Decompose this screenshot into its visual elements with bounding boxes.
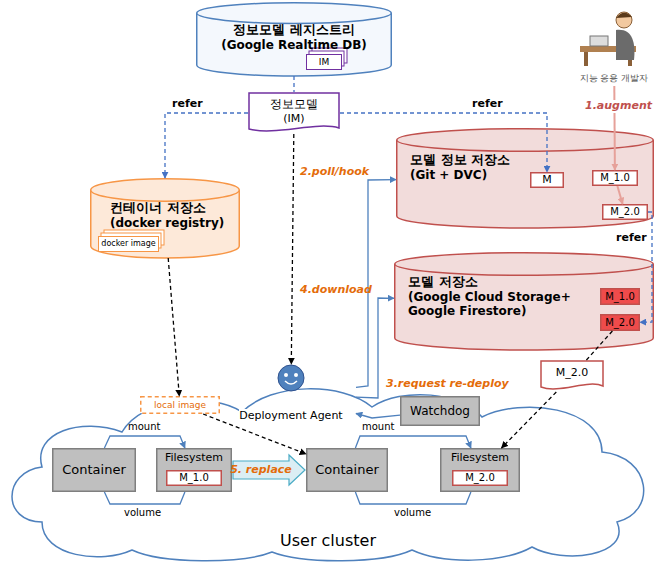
text-holder: Filesystem (440, 448, 520, 492)
container-box: Container (306, 448, 388, 492)
text-holder: M_2.0 (540, 360, 604, 392)
text-holder: local image (140, 396, 220, 414)
node-label: Filesystem (165, 451, 223, 464)
model-version-box: M_1.0 (592, 170, 638, 186)
node-label: Container (315, 462, 379, 478)
text-holder: 지능 응용 개발자 (574, 2, 654, 86)
edge-label: 1.augment (583, 100, 654, 113)
registry-cylinder: 정보모델 레지스트리(Google Realtime DB)IM (196, 2, 392, 76)
info-model-document: 정보모델(IM) (248, 92, 340, 134)
container-registry: 컨테이너 저장소(docker registry) docker image (90, 178, 240, 258)
node-label: 모델 저장소 (408, 274, 478, 290)
developer-icon: 지능 응용 개발자 (574, 2, 654, 86)
model-info-store: 모델 정보 저장소(Git + DVC) M M_1.0M_2.0 (396, 128, 654, 228)
text-holder: 정보모델 레지스트리(Google Realtime DB) (196, 2, 392, 76)
user-cluster: User cluster Deployment Agent local image W… (2, 372, 654, 562)
node-label: (Git + DVC) (410, 168, 487, 182)
text-holder: Deployment Agent (226, 364, 356, 426)
deployment-agent: Deployment Agent (226, 364, 356, 426)
node-label: M_1.0 (179, 472, 209, 484)
node-label: Container (62, 462, 126, 478)
node-label: M_2.0 (610, 206, 640, 218)
model-version-box: M_1.0 (600, 288, 640, 305)
node-label: M_1.0 (600, 172, 630, 184)
node-label: docker image (101, 239, 155, 249)
model-document: M_2.0 (540, 360, 604, 392)
edge-label: 4.download (298, 284, 374, 297)
node-label: (IM) (283, 112, 304, 125)
model-store: 모델 저장소(Google Cloud Storage+ Google Fire… (394, 252, 654, 350)
connector (104, 492, 184, 504)
connector (502, 392, 557, 448)
node-label: 지능 응용 개발자 (580, 73, 649, 84)
connector (293, 76, 294, 92)
node-label: 정보모델 (270, 97, 318, 111)
container-box: Container (52, 448, 136, 492)
connector (165, 113, 248, 178)
node-label: 컨테이너 저장소 (110, 200, 206, 216)
node-label: 모델 정보 저장소 (410, 152, 510, 168)
node-label: M_2.0 (556, 366, 588, 379)
model-box: M (530, 172, 564, 188)
node-label: User cluster (280, 531, 376, 550)
edge-label: refer (470, 98, 505, 111)
edge-label: volume (392, 507, 433, 519)
node-label: M_2.0 (465, 472, 495, 484)
watchdog-box: Watchdog (400, 396, 480, 426)
text-holder: M_1.0 (600, 288, 640, 305)
node-label: M_1.0 (605, 291, 635, 303)
node-label: M (542, 173, 552, 186)
text-holder: 정보모델(IM) (248, 92, 340, 134)
im-document: IM (306, 54, 342, 70)
docker-image: docker image (98, 236, 159, 252)
text-holder: Filesystem (156, 448, 232, 492)
edge-label: 5. replace (228, 464, 294, 477)
edge-label: volume (122, 507, 163, 519)
edge-label: 3.request re-deploy (384, 378, 511, 391)
text-holder: docker image (98, 236, 159, 252)
filesystem-box: FilesystemM_2.0 (440, 448, 520, 492)
node-label: local image (154, 400, 206, 411)
local-image: local image (140, 396, 220, 414)
node-label: M_2.0 (605, 317, 635, 329)
edge-label: refer (170, 98, 205, 111)
text-holder: M_1.0 (592, 170, 638, 186)
node-label: (Google Cloud Storage+ Google Firestore) (408, 290, 584, 319)
text-holder: M_2.0 (600, 314, 640, 331)
model-version-box: M_2.0 (452, 470, 508, 486)
edge-label: 2.poll/hook (298, 166, 371, 179)
text-holder: M_2.0 (602, 204, 648, 220)
node-label: Watchdog (410, 404, 470, 418)
edge-label: mount (360, 421, 396, 433)
model-version-box: M_1.0 (166, 470, 222, 486)
node-label: (docker registry) (110, 216, 224, 230)
edge-label: mount (126, 421, 162, 433)
node-label: Filesystem (451, 451, 509, 464)
text-holder: Container (52, 448, 136, 492)
filesystem-box: FilesystemM_1.0 (156, 448, 232, 492)
connector (355, 492, 471, 504)
connector (355, 436, 471, 448)
text-holder: M_2.0 (452, 470, 508, 486)
model-version-box: M_2.0 (602, 204, 648, 220)
model-version-box: M_2.0 (600, 314, 640, 331)
text-holder: M_1.0 (166, 470, 222, 486)
node-label: 정보모델 레지스트리 (233, 22, 355, 38)
text-holder: Watchdog (400, 396, 480, 426)
connector (291, 134, 294, 364)
node-label: IM (319, 57, 329, 68)
node-label: (Google Realtime DB) (221, 38, 367, 52)
node-label: Deployment Agent (239, 409, 342, 422)
text-holder: M (530, 172, 564, 188)
connector (168, 258, 179, 396)
edge-label: refer (614, 232, 649, 245)
connector (356, 414, 400, 419)
text-holder: IM (306, 54, 342, 70)
connector (104, 436, 184, 448)
text-holder: Container (306, 448, 388, 492)
